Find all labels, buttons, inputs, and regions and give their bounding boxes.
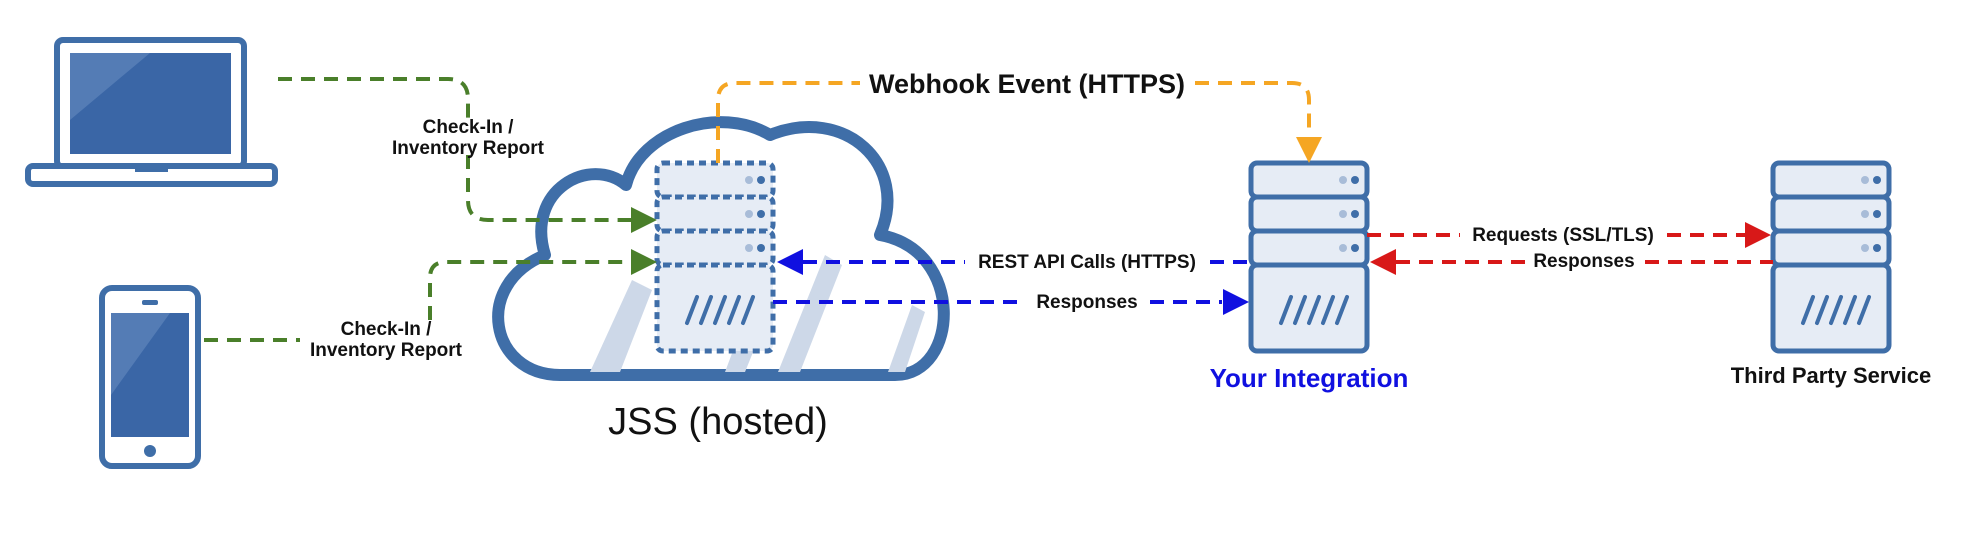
phone-icon bbox=[99, 285, 201, 469]
checkin-phone-label-line1: Check-In / bbox=[341, 319, 433, 340]
your-integration-label: Your Integration bbox=[1210, 363, 1409, 393]
responses-api-label: Responses bbox=[1036, 292, 1137, 313]
laptop-icon bbox=[25, 37, 278, 187]
checkin-laptop-connector bbox=[278, 77, 657, 233]
responses-tp-connector bbox=[1370, 249, 1773, 275]
checkin-laptop-label-line1: Check-In / bbox=[423, 117, 515, 138]
jss-server-icon bbox=[654, 160, 776, 354]
responses-tp-label: Responses bbox=[1533, 251, 1634, 272]
third-party-server-icon bbox=[1773, 163, 1889, 351]
webhook-label: Webhook Event (HTTPS) bbox=[869, 69, 1185, 99]
jss-label: JSS (hosted) bbox=[608, 401, 828, 443]
rest-api-label: REST API Calls (HTTPS) bbox=[978, 252, 1196, 273]
responses-api-connector bbox=[773, 289, 1249, 315]
checkin-laptop-label-line2: Inventory Report bbox=[392, 138, 545, 159]
requests-tp-connector bbox=[1367, 222, 1771, 248]
third-party-label: Third Party Service bbox=[1731, 363, 1932, 388]
checkin-phone-connector bbox=[204, 249, 657, 342]
rest-api-connector bbox=[777, 249, 1251, 275]
webhook-connector bbox=[716, 81, 1322, 163]
checkin-phone-label-line2: Inventory Report bbox=[310, 340, 463, 361]
requests-tp-label: Requests (SSL/TLS) bbox=[1472, 225, 1654, 246]
integration-server-icon bbox=[1251, 163, 1367, 351]
